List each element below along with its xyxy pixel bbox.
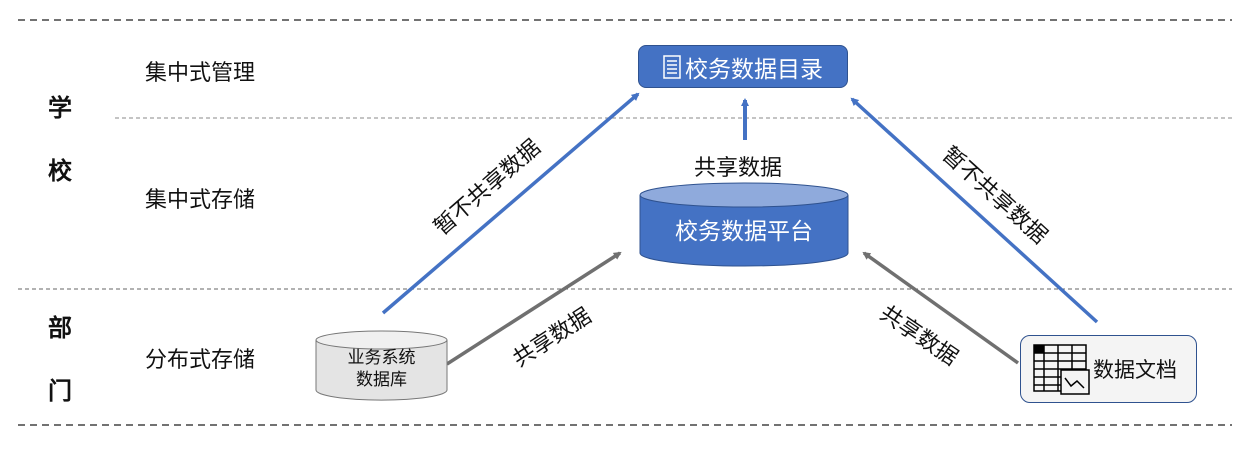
level-dept-1: 部: [48, 314, 72, 342]
arrow-doc-to-platform: [862, 251, 1020, 365]
documents-label: 数据文档: [1093, 358, 1177, 382]
row-centralized-management: 集中式管理: [145, 61, 256, 86]
platform-cylinder: [639, 182, 849, 267]
platform-label: 校务数据平台: [675, 219, 813, 245]
row-distributed-storage: 分布式存储: [145, 348, 256, 373]
row-centralized-storage: 集中式存储: [145, 188, 256, 213]
arrow-doc-to-catalog: [850, 97, 1099, 324]
level-dept-2: 门: [48, 377, 72, 405]
level-school-1: 学: [48, 94, 72, 122]
spreadsheet-chart-icon: [1033, 344, 1090, 395]
database-cylinder: [315, 330, 448, 401]
catalog-label: 校务数据目录: [685, 56, 823, 83]
database-label-line1: 业务系统: [347, 348, 416, 368]
list-document-icon: [663, 54, 681, 79]
level-school-2: 校: [48, 157, 72, 185]
arrow-db-to-platform: [446, 251, 622, 366]
database-label: 业务系统 数据库: [316, 347, 447, 391]
database-label-line2: 数据库: [356, 370, 407, 390]
arrow-db-to-catalog: [381, 92, 640, 315]
edge-label-share-center: 共享数据: [694, 156, 783, 181]
documents-box: 数据文档: [1020, 335, 1197, 403]
catalog-box: 校务数据目录: [638, 45, 848, 88]
